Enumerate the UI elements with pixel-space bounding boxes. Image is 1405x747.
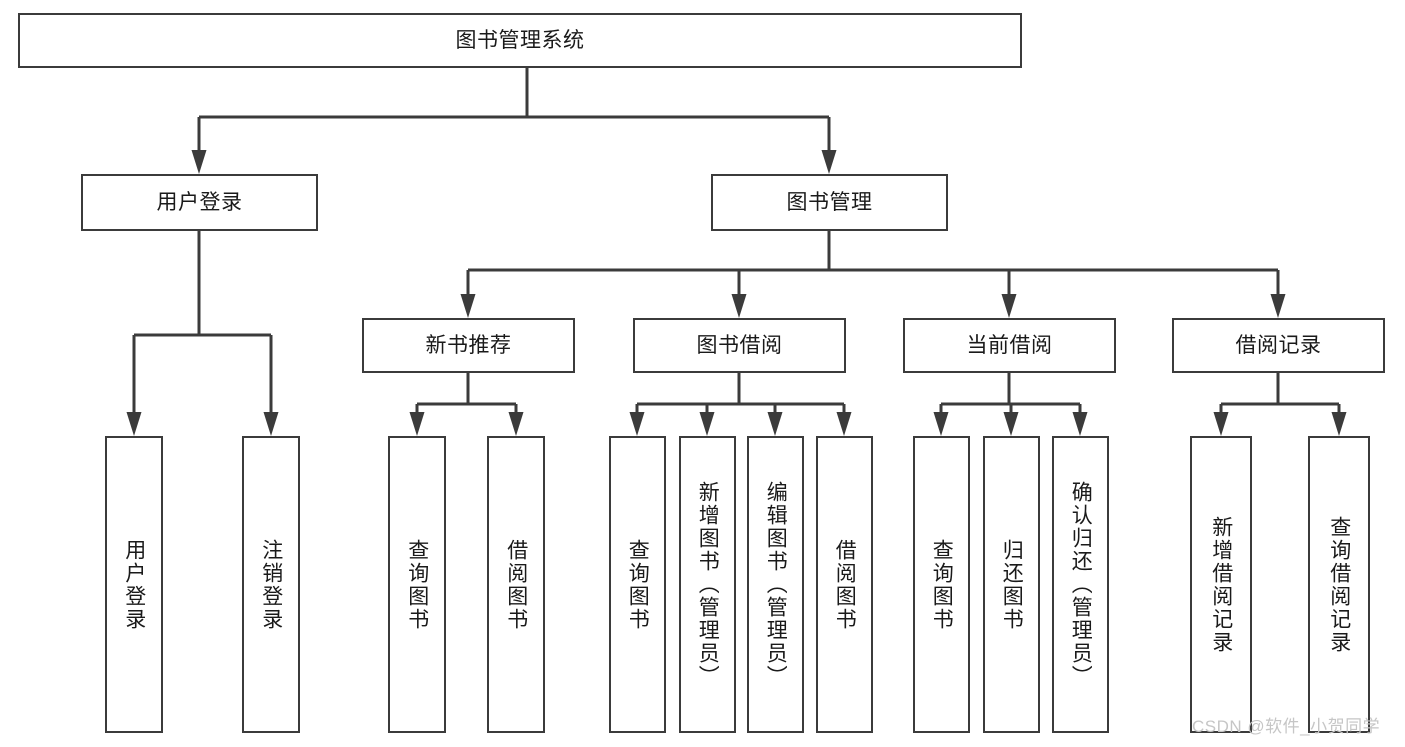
arrow-to-current-borrow-head: [1001, 294, 1017, 318]
arrow-to-leaf-query-book-1-head: [409, 412, 425, 436]
arrow-to-book-manage-head: [821, 150, 837, 174]
arrow-to-leaf-add-book-head: [699, 412, 715, 436]
node-leaf-query-book-2[interactable]: 查询图书: [609, 436, 666, 733]
node-leaf-confirm-return[interactable]: 确认归还（管理员）: [1052, 436, 1109, 733]
node-label-leaf-query-book-2: 查询图书: [626, 538, 650, 631]
node-user-login[interactable]: 用户登录: [81, 174, 318, 231]
node-book-borrow[interactable]: 图书借阅: [633, 318, 846, 373]
node-label-leaf-return-book: 归还图书: [1000, 538, 1024, 631]
node-new-book-rec[interactable]: 新书推荐: [362, 318, 575, 373]
node-label-book-borrow: 图书借阅: [696, 333, 783, 357]
csdn-watermark: CSDN @软件_小贺同学: [1192, 717, 1381, 736]
arrow-to-leaf-query-book-2-head: [629, 412, 645, 436]
arrow-to-borrow-record-head: [1270, 294, 1286, 318]
node-label-leaf-query-record: 查询借阅记录: [1327, 515, 1351, 654]
node-label-root: 图书管理系统: [455, 28, 585, 52]
arrow-to-leaf-borrow-book-2-head: [836, 412, 852, 436]
arrow-to-new-book-rec-head: [460, 294, 476, 318]
arrow-to-leaf-query-record-head: [1331, 412, 1347, 436]
arrow-to-leaf-confirm-return-head: [1072, 412, 1088, 436]
arrow-to-leaf-user-login-head: [126, 412, 142, 436]
node-borrow-record[interactable]: 借阅记录: [1172, 318, 1385, 373]
node-leaf-query-book-3[interactable]: 查询图书: [913, 436, 970, 733]
node-leaf-query-record[interactable]: 查询借阅记录: [1308, 436, 1370, 733]
node-current-borrow[interactable]: 当前借阅: [903, 318, 1116, 373]
node-leaf-add-record[interactable]: 新增借阅记录: [1190, 436, 1252, 733]
node-label-current-borrow: 当前借阅: [966, 333, 1053, 357]
node-leaf-query-book-1[interactable]: 查询图书: [388, 436, 446, 733]
node-label-leaf-user-login: 用户登录: [122, 538, 146, 631]
node-leaf-borrow-book-2[interactable]: 借阅图书: [816, 436, 873, 733]
node-leaf-return-book[interactable]: 归还图书: [983, 436, 1040, 733]
node-label-borrow-record: 借阅记录: [1235, 333, 1322, 357]
node-leaf-logout[interactable]: 注销登录: [242, 436, 300, 733]
node-label-leaf-logout: 注销登录: [259, 538, 283, 631]
arrow-to-leaf-query-book-3-head: [933, 412, 949, 436]
arrow-to-leaf-return-book-head: [1003, 412, 1019, 436]
node-leaf-user-login[interactable]: 用户登录: [105, 436, 163, 733]
node-label-leaf-add-book: 新增图书（管理员）: [696, 481, 720, 688]
node-label-leaf-query-book-3: 查询图书: [930, 538, 954, 631]
node-label-leaf-borrow-book-2: 借阅图书: [833, 538, 857, 631]
arrow-to-book-borrow-head: [731, 294, 747, 318]
node-label-new-book-rec: 新书推荐: [425, 333, 512, 357]
arrow-to-leaf-logout-head: [263, 412, 279, 436]
arrow-to-user-login-head: [191, 150, 207, 174]
node-root[interactable]: 图书管理系统: [18, 13, 1022, 68]
arrow-to-leaf-borrow-book-1-head: [508, 412, 524, 436]
node-label-leaf-add-record: 新增借阅记录: [1209, 515, 1233, 654]
node-label-user-login: 用户登录: [156, 190, 243, 214]
node-leaf-edit-book[interactable]: 编辑图书（管理员）: [747, 436, 804, 733]
arrow-to-leaf-add-record-head: [1213, 412, 1229, 436]
node-label-leaf-query-book-1: 查询图书: [405, 538, 429, 631]
node-label-leaf-confirm-return: 确认归还（管理员）: [1069, 481, 1093, 688]
arrow-to-leaf-edit-book-head: [767, 412, 783, 436]
node-label-leaf-borrow-book-1: 借阅图书: [504, 538, 528, 631]
node-label-book-manage: 图书管理: [786, 190, 873, 214]
node-leaf-add-book[interactable]: 新增图书（管理员）: [679, 436, 736, 733]
node-leaf-borrow-book-1[interactable]: 借阅图书: [487, 436, 545, 733]
node-book-manage[interactable]: 图书管理: [711, 174, 948, 231]
node-label-leaf-edit-book: 编辑图书（管理员）: [764, 481, 788, 688]
